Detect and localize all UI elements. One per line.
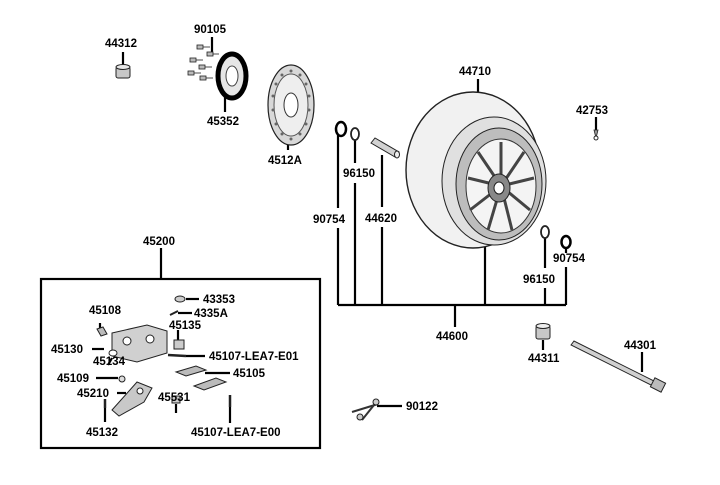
caliper-assembly-frame (39, 277, 322, 450)
oil-seal-90754-left (334, 120, 348, 138)
label-90754-left: 90754 (313, 214, 346, 226)
label-45109: 45109 (57, 373, 89, 385)
label-44620: 44620 (365, 213, 397, 225)
pad-spring-45109 (118, 375, 126, 383)
label-90122: 90122 (406, 401, 438, 413)
valve-42753 (593, 129, 599, 141)
bearing-96150-left (350, 127, 360, 141)
label-96150-right: 96150 (523, 274, 555, 286)
piston-45135 (173, 339, 185, 350)
label-45130: 45130 (51, 344, 83, 356)
bleeder-45108 (96, 326, 108, 337)
boot-43353 (174, 295, 186, 303)
oil-seal-90754-right (560, 234, 572, 250)
label-44710: 44710 (459, 66, 491, 78)
label-44301: 44301 (624, 340, 657, 352)
brake-pads-45105 (174, 365, 228, 391)
boot-45531 (171, 395, 181, 404)
label-44311: 44311 (528, 353, 560, 365)
label-96150-left: 96150 (343, 168, 375, 180)
bearing-96150-right (540, 225, 550, 239)
label-90754-right: 90754 (553, 253, 586, 265)
bolt-90122 (351, 398, 380, 421)
label-42753: 42753 (576, 105, 608, 117)
disc-adapter-45352 (215, 51, 249, 101)
label-4335A: 4335A (194, 308, 228, 320)
seal-45134 (108, 349, 118, 357)
label-4512A: 4512A (268, 155, 302, 167)
label-45200: 45200 (143, 236, 175, 248)
label-45107-LEA7-E00: 45107-LEA7-E00 (191, 427, 281, 439)
label-45108: 45108 (89, 305, 122, 317)
label-45134: 45134 (93, 356, 126, 368)
label-43353: 43353 (203, 294, 235, 306)
label-45135: 45135 (169, 320, 202, 332)
caliper-body-45130 (111, 324, 168, 363)
leader-lines (92, 37, 644, 423)
label-45352: 45352 (207, 116, 239, 128)
bolt-45107-E01 (167, 353, 187, 358)
pin-4335A (169, 310, 179, 316)
disc-bolts-90105 (187, 44, 219, 81)
label-45105: 45105 (233, 368, 266, 380)
part-labels: 44312 90105 45352 4512A 44710 42753 9615… (51, 24, 657, 439)
bracket-45210 (111, 381, 153, 417)
label-90105: 90105 (194, 24, 227, 36)
label-45210: 45210 (77, 388, 109, 400)
spacer-44620 (370, 137, 400, 159)
label-45107-LEA7-E01: 45107-LEA7-E01 (209, 351, 299, 363)
label-45531: 45531 (158, 392, 191, 404)
wheel-tire-44710 (405, 91, 547, 249)
collar-part-44312 (115, 64, 131, 79)
brake-disc-4512A (267, 64, 315, 146)
collar-44311 (535, 323, 551, 340)
label-45132: 45132 (86, 427, 118, 439)
axle-44301 (570, 340, 667, 393)
label-44312: 44312 (105, 38, 137, 50)
label-44600: 44600 (436, 331, 468, 343)
